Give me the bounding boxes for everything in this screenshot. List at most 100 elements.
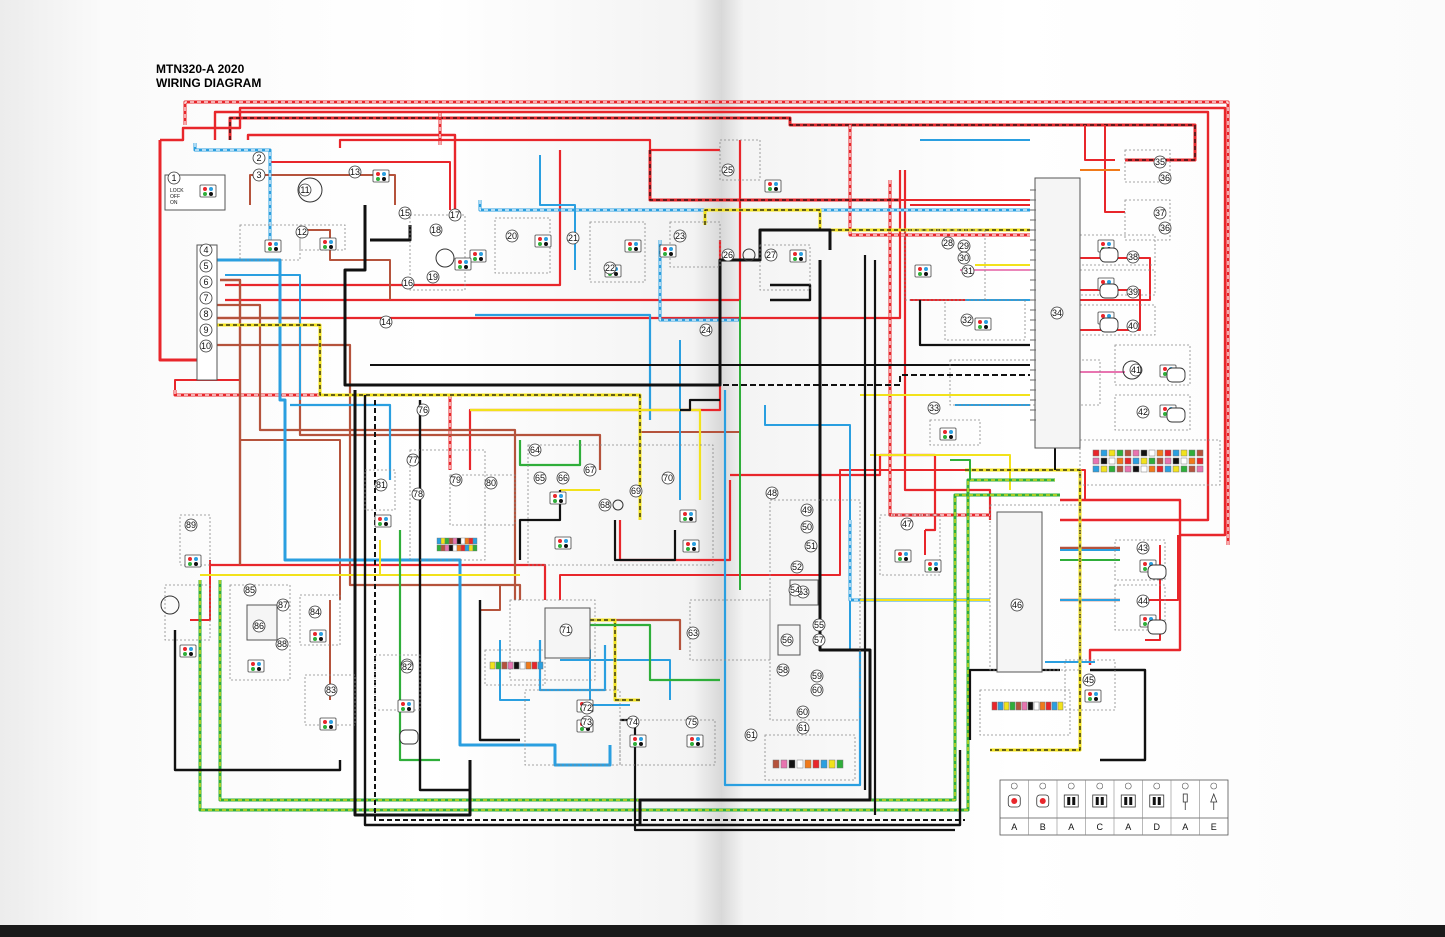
diagram-heading: WIRING DIAGRAM xyxy=(156,76,262,90)
component-number-label: 49 xyxy=(802,505,812,515)
component-number-label: 87 xyxy=(278,600,288,610)
component-number-label: 50 xyxy=(802,522,812,532)
black-abs-lower xyxy=(1090,668,1147,762)
legend-symbol-connector-square-4 xyxy=(1149,782,1165,808)
component-number: 67 xyxy=(583,463,597,477)
fuse-number: 10 xyxy=(199,339,213,353)
model-title: MTN320-A 2020 xyxy=(156,62,245,76)
component-number: 89 xyxy=(184,518,198,532)
connector xyxy=(374,514,392,528)
component-number: 41 xyxy=(1129,363,1143,377)
component-number-label: 58 xyxy=(778,665,788,675)
ecu-connector-pin xyxy=(1156,457,1164,465)
component-number: 39 xyxy=(1126,285,1140,299)
brown-short xyxy=(480,585,501,611)
green-yellow-ground-tracer xyxy=(199,479,1055,811)
ecu-connector-pin xyxy=(1108,457,1116,465)
ecu-connector-pin xyxy=(1132,457,1140,465)
component-outline xyxy=(484,649,546,686)
connector xyxy=(624,239,642,253)
component-number: 87 xyxy=(276,598,290,612)
right-page xyxy=(722,0,1445,925)
component-number-label: 51 xyxy=(806,541,816,551)
meter-connector-pin xyxy=(495,661,502,670)
component-number: 20 xyxy=(505,229,519,243)
legend-letter: D xyxy=(1154,822,1161,832)
component-outline xyxy=(1114,394,1191,431)
connector xyxy=(469,249,487,263)
ecu-connector-pin xyxy=(1172,465,1180,473)
component-number-label: 88 xyxy=(277,639,287,649)
red-headlight-wire xyxy=(269,150,451,210)
blue-ecu-link-2 xyxy=(499,640,530,701)
component-number: 36 xyxy=(1158,221,1172,235)
red-fuse-wire xyxy=(338,138,720,152)
abs-connector-pin xyxy=(1021,701,1028,711)
ecu-connector-pin xyxy=(1092,465,1100,473)
black-lamp-ground xyxy=(620,718,955,832)
meter-connector-pin xyxy=(537,661,544,670)
component-outline xyxy=(1079,234,1156,266)
component-number-label: 48 xyxy=(767,488,777,498)
fuse-number: 9 xyxy=(199,323,213,337)
component-number: 79 xyxy=(449,473,463,487)
abs-connector-pin xyxy=(1045,701,1052,711)
black-meter-ground xyxy=(518,490,562,560)
blue-mid xyxy=(475,313,652,420)
meter-pin xyxy=(436,544,442,552)
component-box-layer xyxy=(164,139,1221,781)
component-number: 43 xyxy=(1136,541,1150,555)
ecu-connector-pin xyxy=(1172,457,1180,465)
fuse-number-label: 10 xyxy=(201,341,211,351)
meter-pin xyxy=(452,537,458,545)
abs-connector-pin xyxy=(1027,701,1034,711)
sensor-connector xyxy=(1099,317,1119,333)
connector xyxy=(309,629,327,643)
fuse-number-label: 5 xyxy=(203,261,208,271)
component-number: 50 xyxy=(800,520,814,534)
ecu-connector-pin xyxy=(1108,449,1116,457)
red-white-ecu-2 xyxy=(848,125,1030,237)
yellow-black-abs-tracer xyxy=(965,469,1081,751)
meter-pin xyxy=(440,537,446,545)
component-number: 75 xyxy=(685,715,699,729)
component-number-label: 45 xyxy=(1084,675,1094,685)
meter-pin xyxy=(444,544,450,552)
component-number-label: 40 xyxy=(1128,321,1138,331)
component-number: 74 xyxy=(626,715,640,729)
component-number-label: 64 xyxy=(530,445,540,455)
component-number: 25 xyxy=(721,163,735,177)
component-number-label: 17 xyxy=(450,210,460,220)
abs-connector-pin xyxy=(1039,701,1046,711)
ecu-connector-pin xyxy=(1164,465,1172,473)
black-loop xyxy=(770,283,812,302)
motor-symbol xyxy=(742,248,756,262)
component-number: 52 xyxy=(790,560,804,574)
ecu-connector-pin xyxy=(1100,465,1108,473)
component-number: 66 xyxy=(556,471,570,485)
component-outline xyxy=(449,474,516,526)
connector xyxy=(184,554,202,568)
blue-sensor-loop xyxy=(723,390,862,787)
yellow-mid xyxy=(470,408,702,500)
fuse-number-label: 9 xyxy=(203,325,208,335)
connector xyxy=(1084,689,1102,703)
component-outline xyxy=(1079,439,1221,486)
component-number-label: 86 xyxy=(254,621,264,631)
connector xyxy=(686,734,704,748)
component-number-label: 76 xyxy=(418,405,428,415)
ecu-connector-pin xyxy=(1116,457,1124,465)
component-number: 48 xyxy=(765,486,779,500)
component-number-label: 35 xyxy=(1155,157,1165,167)
red-relay-2 xyxy=(1104,125,1125,213)
component-number: 29 xyxy=(957,239,971,253)
component-number: 40 xyxy=(1126,319,1140,333)
component-number: 65 xyxy=(533,471,547,485)
component-outline xyxy=(1114,584,1166,631)
component-number: 45 xyxy=(1082,673,1096,687)
red-white-wire xyxy=(183,100,1230,545)
red-abs-power xyxy=(1060,498,1182,665)
sensor-connector xyxy=(1166,367,1186,383)
ecu-connector-pin xyxy=(1092,457,1100,465)
